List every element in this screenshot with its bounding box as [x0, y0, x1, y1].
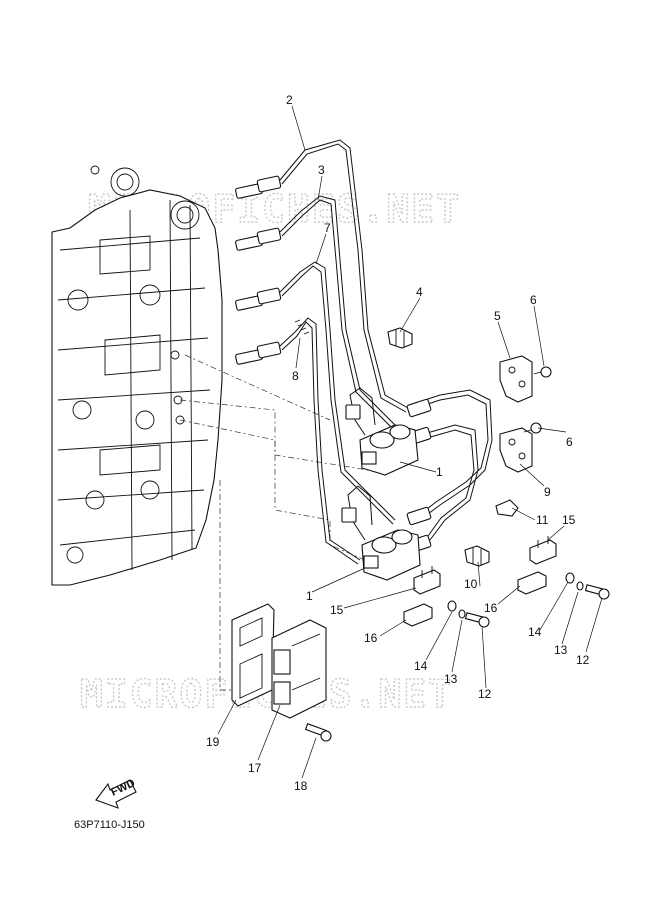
callout-18: 18	[294, 779, 308, 793]
callout-6a: 6	[530, 293, 537, 307]
part-19-gasket	[231, 603, 275, 707]
callout-14b: 14	[528, 625, 542, 639]
part-15-brackets	[413, 536, 557, 595]
part-12-bolts	[464, 584, 610, 628]
part-13-washers	[458, 581, 584, 619]
fwd-arrow-icon: FWD	[95, 777, 137, 809]
callout-9: 9	[544, 485, 551, 499]
engine-block	[51, 165, 223, 586]
part-5-bracket	[499, 355, 533, 403]
callout-4: 4	[416, 285, 423, 299]
spark-plug-wire-2	[235, 139, 409, 413]
callout-13b: 13	[554, 643, 568, 657]
part-4-clip	[387, 327, 413, 349]
callout-8: 8	[292, 369, 299, 383]
callout-16a: 16	[364, 631, 378, 645]
coil-return-wires	[406, 389, 493, 554]
callout-15b: 15	[330, 603, 344, 617]
callout-15a: 15	[562, 513, 576, 527]
diagram-code: 63P7110-J150	[74, 819, 145, 831]
part-10-clip	[464, 545, 490, 567]
callout-19: 19	[206, 735, 220, 749]
callout-6b: 6	[566, 435, 573, 449]
callout-1a: 1	[436, 465, 443, 479]
callout-10: 10	[464, 577, 478, 591]
part-14-washers	[447, 572, 575, 612]
callout-13a: 13	[444, 672, 458, 686]
callout-1b: 1	[306, 589, 313, 603]
callout-3: 3	[318, 163, 325, 177]
coil-connectors	[341, 387, 376, 541]
ignition-coil-upper	[359, 424, 419, 476]
spark-plug-wire-8	[235, 317, 361, 565]
callout-7: 7	[324, 221, 331, 235]
part-18-bolt	[304, 723, 332, 742]
part-17-cdi-unit	[271, 619, 327, 719]
callout-11: 11	[536, 513, 549, 527]
callouts: 2 3 7 8 4 5 6 6 9 11 15 1 1 15 10 16 16 …	[206, 93, 590, 793]
callout-14a: 14	[414, 659, 428, 673]
part-16-rubbers	[403, 571, 547, 627]
spark-plug-wire-3	[235, 195, 396, 430]
callout-17: 17	[248, 761, 262, 775]
ignition-coil-lower	[361, 529, 421, 581]
spark-plug-wire-7	[235, 261, 396, 525]
callout-5: 5	[494, 309, 501, 323]
part-11-clamp	[495, 499, 519, 517]
callout-12b: 12	[576, 653, 590, 667]
callout-16b: 16	[484, 601, 498, 615]
leader-lines	[217, 105, 603, 779]
callout-12a: 12	[478, 687, 492, 701]
callout-2: 2	[286, 93, 293, 107]
part-6-bolts	[523, 366, 552, 434]
part-9-bracket	[499, 427, 533, 473]
